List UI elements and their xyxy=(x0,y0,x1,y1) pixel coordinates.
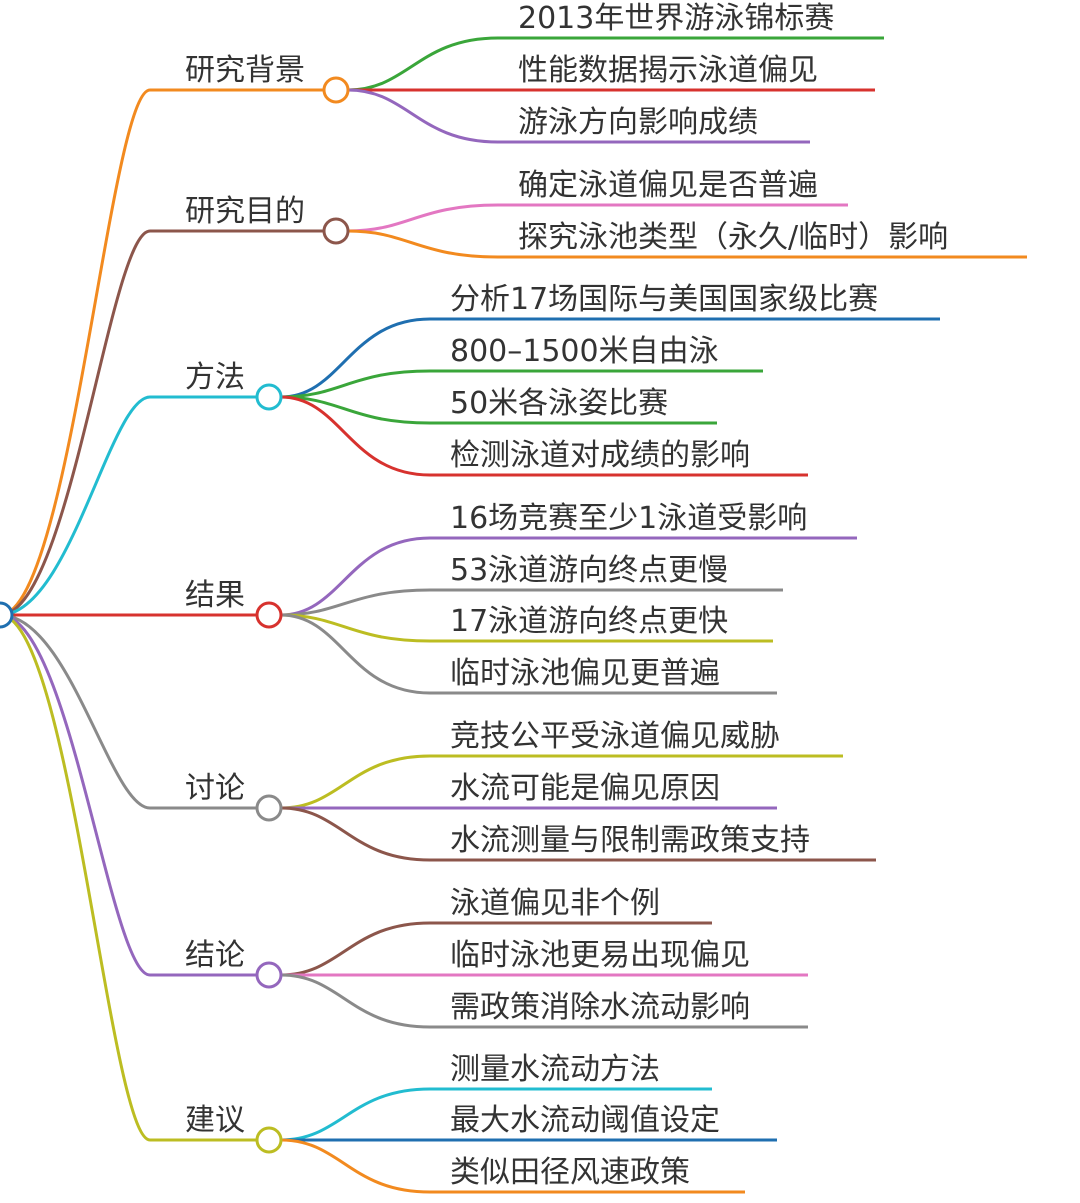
branch-node[interactable] xyxy=(255,601,283,629)
leaf-connector xyxy=(280,973,808,1029)
root-node[interactable] xyxy=(0,601,14,629)
leaf-label: 检测泳道对成绩的影响 xyxy=(450,438,750,473)
leaf-connector xyxy=(280,395,717,425)
leaf-label: 水流可能是偏见原因 xyxy=(450,771,720,806)
leaf-label: 水流测量与限制需政策支持 xyxy=(450,823,810,858)
leaf-connector xyxy=(280,536,857,617)
leaf-label: 2013年世界游泳锦标赛 xyxy=(518,1,834,36)
leaf-label: 临时泳池更易出现偏见 xyxy=(450,938,750,973)
leaf-connector xyxy=(280,921,712,977)
leaf-connector xyxy=(347,36,884,92)
leaf-label: 16场竞赛至少1泳道受影响 xyxy=(450,501,807,536)
branch-label: 研究背景 xyxy=(185,53,305,88)
branch-label: 讨论 xyxy=(185,771,245,806)
branch-node[interactable] xyxy=(322,76,350,104)
leaf-label: 性能数据揭示泳道偏见 xyxy=(518,53,818,88)
branch-node[interactable] xyxy=(255,794,283,822)
leaf-connector xyxy=(347,203,848,233)
leaf-label: 需政策消除水流动影响 xyxy=(450,990,750,1025)
leaf-label: 800–1500米自由泳 xyxy=(450,334,719,369)
leaf-label: 分析17场国际与美国国家级比赛 xyxy=(450,282,878,317)
branch-label: 结论 xyxy=(185,938,245,973)
branch-node[interactable] xyxy=(255,383,283,411)
leaf-label: 临时泳池偏见更普遍 xyxy=(450,656,720,691)
leaf-connector xyxy=(280,1138,745,1194)
leaf-connector xyxy=(280,613,777,695)
branch-label: 研究目的 xyxy=(185,194,305,229)
leaf-connector xyxy=(280,613,773,643)
leaf-label: 测量水流动方法 xyxy=(450,1052,660,1087)
branch-node[interactable] xyxy=(255,961,283,989)
connector-lines xyxy=(0,36,1027,1194)
leaf-connector xyxy=(280,1087,712,1142)
branch-connector xyxy=(0,613,257,1142)
leaf-label: 53泳道游向终点更慢 xyxy=(450,553,728,588)
leaf-label: 泳道偏见非个例 xyxy=(450,886,660,921)
leaf-connector xyxy=(347,229,1027,259)
branch-connector xyxy=(0,88,324,617)
leaf-connector xyxy=(280,317,940,399)
leaf-connector xyxy=(280,369,763,399)
branch-connector xyxy=(0,395,257,617)
leaf-label: 确定泳道偏见是否普遍 xyxy=(518,168,818,203)
branch-connector xyxy=(0,613,257,810)
branch-connector xyxy=(0,613,257,977)
branch-label: 建议 xyxy=(185,1103,245,1138)
branch-label: 方法 xyxy=(185,360,245,395)
leaf-label: 游泳方向影响成绩 xyxy=(518,105,758,140)
branch-node[interactable] xyxy=(322,217,350,245)
branch-label: 结果 xyxy=(185,578,245,613)
branch-node[interactable] xyxy=(255,1126,283,1154)
leaf-connector xyxy=(347,88,810,144)
leaf-label: 竞技公平受泳道偏见威胁 xyxy=(450,719,780,754)
leaf-label: 类似田径风速政策 xyxy=(450,1155,690,1190)
leaf-label: 探究泳池类型（永久/临时）影响 xyxy=(518,220,948,255)
leaf-connector xyxy=(280,754,843,810)
leaf-label: 50米各泳姿比赛 xyxy=(450,386,668,421)
leaf-label: 17泳道游向终点更快 xyxy=(450,604,728,639)
leaf-connector xyxy=(280,806,876,862)
leaf-connector xyxy=(280,588,783,617)
branch-connector xyxy=(0,229,324,617)
leaf-connector xyxy=(280,395,808,477)
leaf-label: 最大水流动阈值设定 xyxy=(450,1103,720,1138)
